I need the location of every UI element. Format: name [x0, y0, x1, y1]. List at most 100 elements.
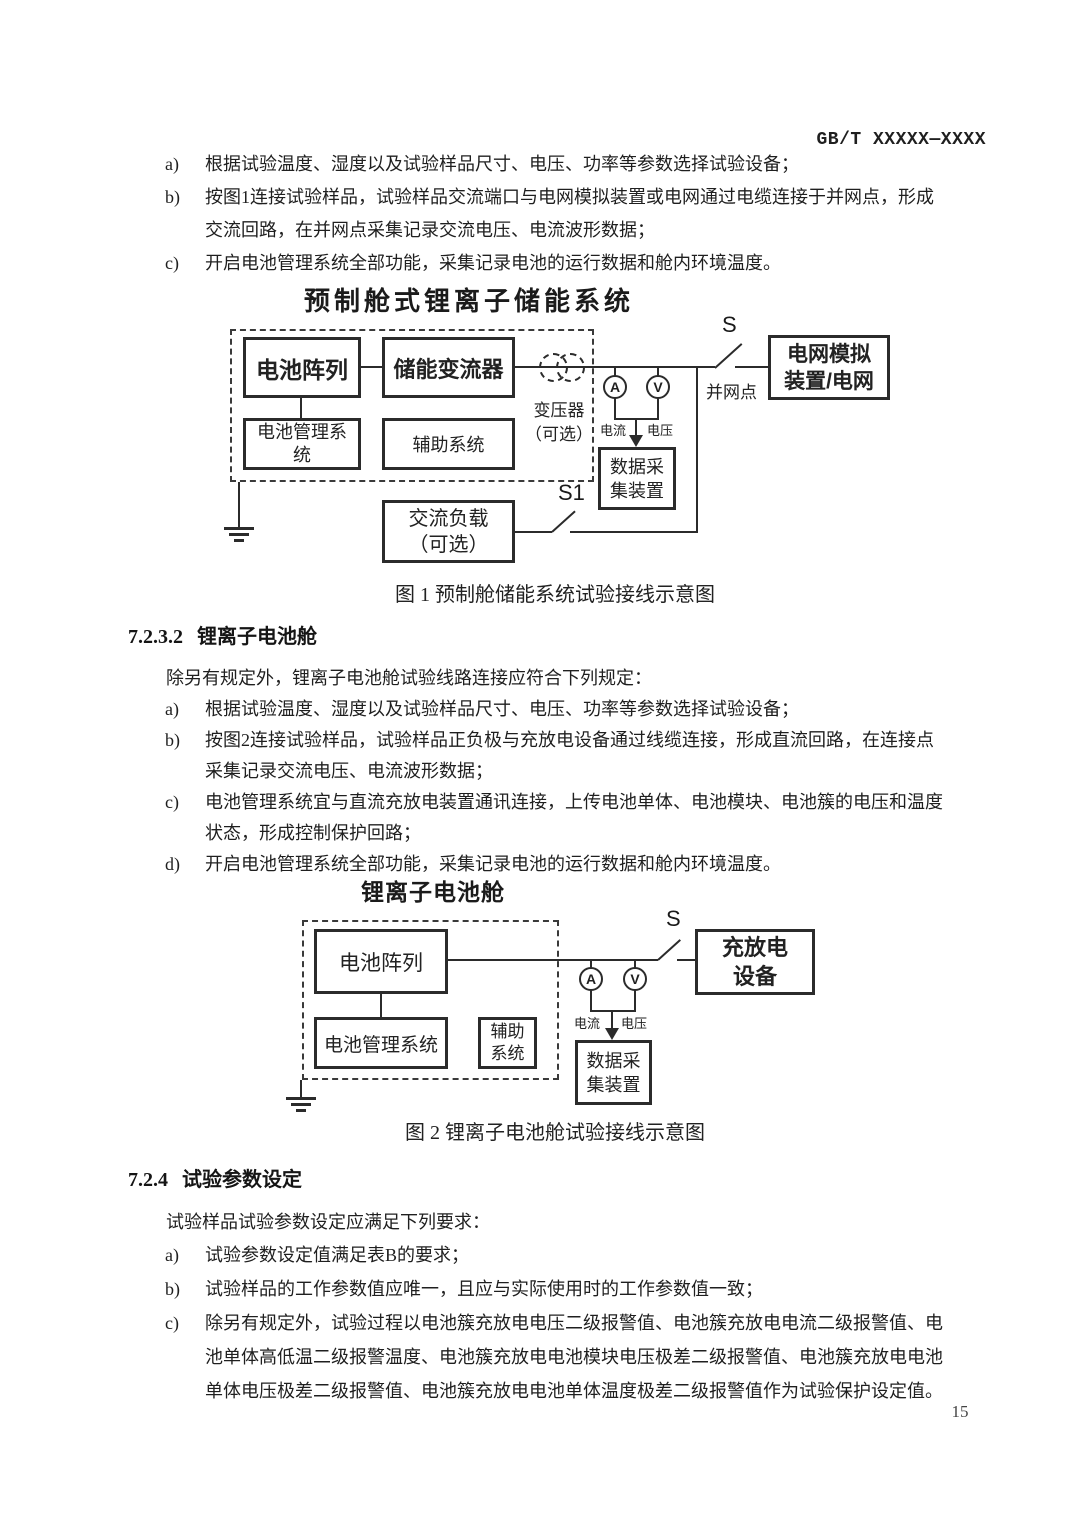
text-line: 开启电池管理系统全部功能，采集记录电池的运行数据和舱内环境温度。 — [205, 253, 781, 273]
voltmeter-icon: V — [623, 967, 647, 991]
aux-system-box: 辅助 系统 — [478, 1017, 537, 1069]
ground-stem — [238, 482, 240, 527]
list-marker: c) — [165, 1313, 179, 1333]
ammeter-icon: A — [603, 375, 627, 399]
converter-label: 储能变流器 — [393, 356, 504, 382]
current-label: 电流 — [573, 1016, 600, 1031]
text-line: 试验参数设定值满足表B的要求； — [205, 1245, 470, 1265]
daq-label-line1: 数据采 — [586, 1050, 641, 1071]
figure1-caption: 图 1 预制舱储能系统试验接线示意图 — [395, 584, 715, 606]
wire-voltmeter-tap — [634, 961, 636, 968]
grid-label-line2: 装置/电网 — [784, 369, 874, 393]
ground-icon — [224, 527, 254, 530]
text-line: 根据试验温度、湿度以及试验样品尺寸、电压、功率等参数选择试验设备； — [205, 154, 799, 174]
page-number: 15 — [951, 1402, 969, 1421]
voltmeter-letter: V — [653, 379, 663, 395]
list-marker: d) — [165, 854, 180, 874]
voltmeter-icon: V — [646, 375, 670, 399]
figure2-caption: 图 2 锂离子电池舱试验接线示意图 — [405, 1122, 705, 1144]
wire-meter-join — [590, 1010, 636, 1012]
ammeter-icon: A — [579, 967, 603, 991]
list-item: a) 试验参数设定值满足表B的要求； — [165, 1238, 1005, 1272]
daq-label-line2: 集装置 — [610, 480, 664, 501]
list-marker: b) — [165, 187, 180, 207]
charger-box: 充放电 设备 — [695, 929, 815, 995]
ground-stem — [300, 1080, 302, 1097]
wire-converter-to-switch — [515, 366, 715, 368]
battery-array-box: 电池阵列 — [243, 337, 361, 398]
text-line: 开启电池管理系统全部功能，采集记录电池的运行数据和舱内环境温度。 — [205, 854, 781, 874]
wire-ammeter-down — [590, 990, 592, 1011]
grid-point-label: 并网点 — [706, 383, 757, 402]
section-heading-724: 7.2.4 试验参数设定 — [128, 1163, 302, 1192]
wire-bus-down — [696, 367, 698, 533]
list-item: d) 开启电池管理系统全部功能，采集记录电池的运行数据和舱内环境温度。 — [165, 849, 1005, 880]
list-item: a) 根据试验温度、湿度以及试验样品尺寸、电压、功率等参数选择试验设备； — [165, 694, 1005, 725]
section-724-list: a) 试验参数设定值满足表B的要求； b) 试验样品的工作参数值应唯一，且应与实… — [165, 1238, 1005, 1408]
text-line: 试验样品的工作参数值应唯一，且应与实际使用时的工作参数值一致； — [205, 1279, 763, 1299]
transformer-label-line2: （可选） — [525, 425, 593, 444]
grid-simulator-box: 电网模拟 装置/电网 — [768, 335, 890, 400]
section-7232-intro: 除另有规定外，锂离子电池舱试验线路连接应符合下列规定： — [166, 668, 652, 688]
list-marker: c) — [165, 792, 179, 812]
figure2-cabinet-dashed-box — [302, 920, 559, 1080]
list-item: c) 电池管理系统宜与直流充放电装置通讯连接，上传电池单体、电池模块、电池簇的电… — [165, 787, 1005, 849]
switch-s-label: S — [722, 312, 737, 337]
bms-box: 电池管理系统 — [314, 1017, 448, 1069]
text-line: 根据试验温度、湿度以及试验样品尺寸、电压、功率等参数选择试验设备； — [205, 699, 799, 719]
current-label: 电流 — [599, 423, 626, 438]
charger-label-line2: 设备 — [732, 964, 777, 989]
list-item: b) 试验样品的工作参数值应唯一，且应与实际使用时的工作参数值一致； — [165, 1272, 1005, 1306]
switch-s-blade-icon — [714, 343, 743, 369]
daq-label-line2: 集装置 — [586, 1074, 641, 1095]
list-marker: a) — [165, 154, 179, 174]
daq-arrow-icon — [605, 1028, 619, 1040]
text-line: 池单体高低温二级报警温度、电池簇充放电电池模块电压极差二级报警值、电池簇充放电电… — [205, 1347, 943, 1367]
text-line: 单体电压极差二级报警值、电池簇充放电电池单体温度极差二级报警值作为试验保护设定值… — [205, 1381, 943, 1401]
wire-voltmeter-tap — [657, 368, 659, 376]
ac-load-box: 交流负载 （可选） — [382, 500, 515, 563]
intro-list: a) 根据试验温度、湿度以及试验样品尺寸、电压、功率等参数选择试验设备； b) … — [165, 148, 1005, 280]
list-marker: b) — [165, 1279, 180, 1299]
wire-daq-arrow-shaft — [635, 419, 637, 436]
bms-label: 电池管理系统 — [323, 1034, 438, 1056]
switch-s-blade-icon — [657, 939, 681, 961]
voltage-label: 电压 — [620, 1016, 647, 1031]
section-number: 7.2.4 — [128, 1169, 168, 1191]
wire-s1-to-bus — [570, 531, 697, 533]
section-number: 7.2.3.2 — [128, 626, 183, 648]
daq-arrow-icon — [629, 435, 643, 447]
ground-icon — [234, 539, 244, 542]
ac-load-label-line2: （可选） — [408, 533, 489, 556]
transformer-label-line1: 变压器 — [533, 401, 585, 420]
ground-icon — [286, 1097, 316, 1100]
wire-ammeter-tap — [590, 961, 592, 968]
wire-acload-to-s1 — [515, 531, 552, 533]
text-line: 按图2连接试验样品，试验样品正负极与充放电设备通过线缆连接，形成直流回路，在连接… — [205, 730, 934, 750]
section-724-intro: 试验样品试验参数设定应满足下列要求： — [166, 1212, 490, 1232]
wire-switch-to-grid — [735, 366, 768, 368]
wire-battery-to-switch — [448, 959, 658, 961]
text-line: 除另有规定外，试验过程以电池簇充放电电压二级报警值、电池簇充放电电流二级报警值、… — [205, 1313, 943, 1333]
switch-s1-blade-icon — [551, 510, 576, 533]
battery-array-label: 电池阵列 — [339, 951, 423, 975]
ground-icon — [229, 533, 249, 536]
text-line: 采集记录交流电压、电流波形数据； — [205, 761, 493, 781]
voltmeter-letter: V — [630, 971, 640, 987]
bms-label-line2: 统 — [293, 445, 311, 465]
ammeter-letter: A — [609, 379, 621, 395]
aux-label-line2: 系统 — [490, 1044, 525, 1063]
list-item: c) 除另有规定外，试验过程以电池簇充放电电压二级报警值、电池簇充放电电流二级报… — [165, 1306, 1005, 1408]
grid-label-line1: 电网模拟 — [787, 342, 871, 366]
transformer-label: 变压器 （可选） — [521, 399, 597, 447]
battery-array-label: 电池阵列 — [256, 356, 348, 383]
list-item: b) 按图2连接试验样品，试验样品正负极与充放电设备通过线缆连接，形成直流回路，… — [165, 725, 1005, 787]
wire-switch-to-charger — [677, 959, 695, 961]
doc-code: GB/T XXXXX—XXXX — [816, 130, 986, 150]
section-title: 锂离子电池舱 — [197, 626, 317, 648]
text-line: 状态，形成控制保护回路； — [205, 823, 421, 843]
wire-battery-to-bms — [380, 994, 382, 1017]
list-marker: c) — [165, 253, 179, 273]
list-marker: b) — [165, 730, 180, 750]
converter-box: 储能变流器 — [382, 337, 515, 398]
